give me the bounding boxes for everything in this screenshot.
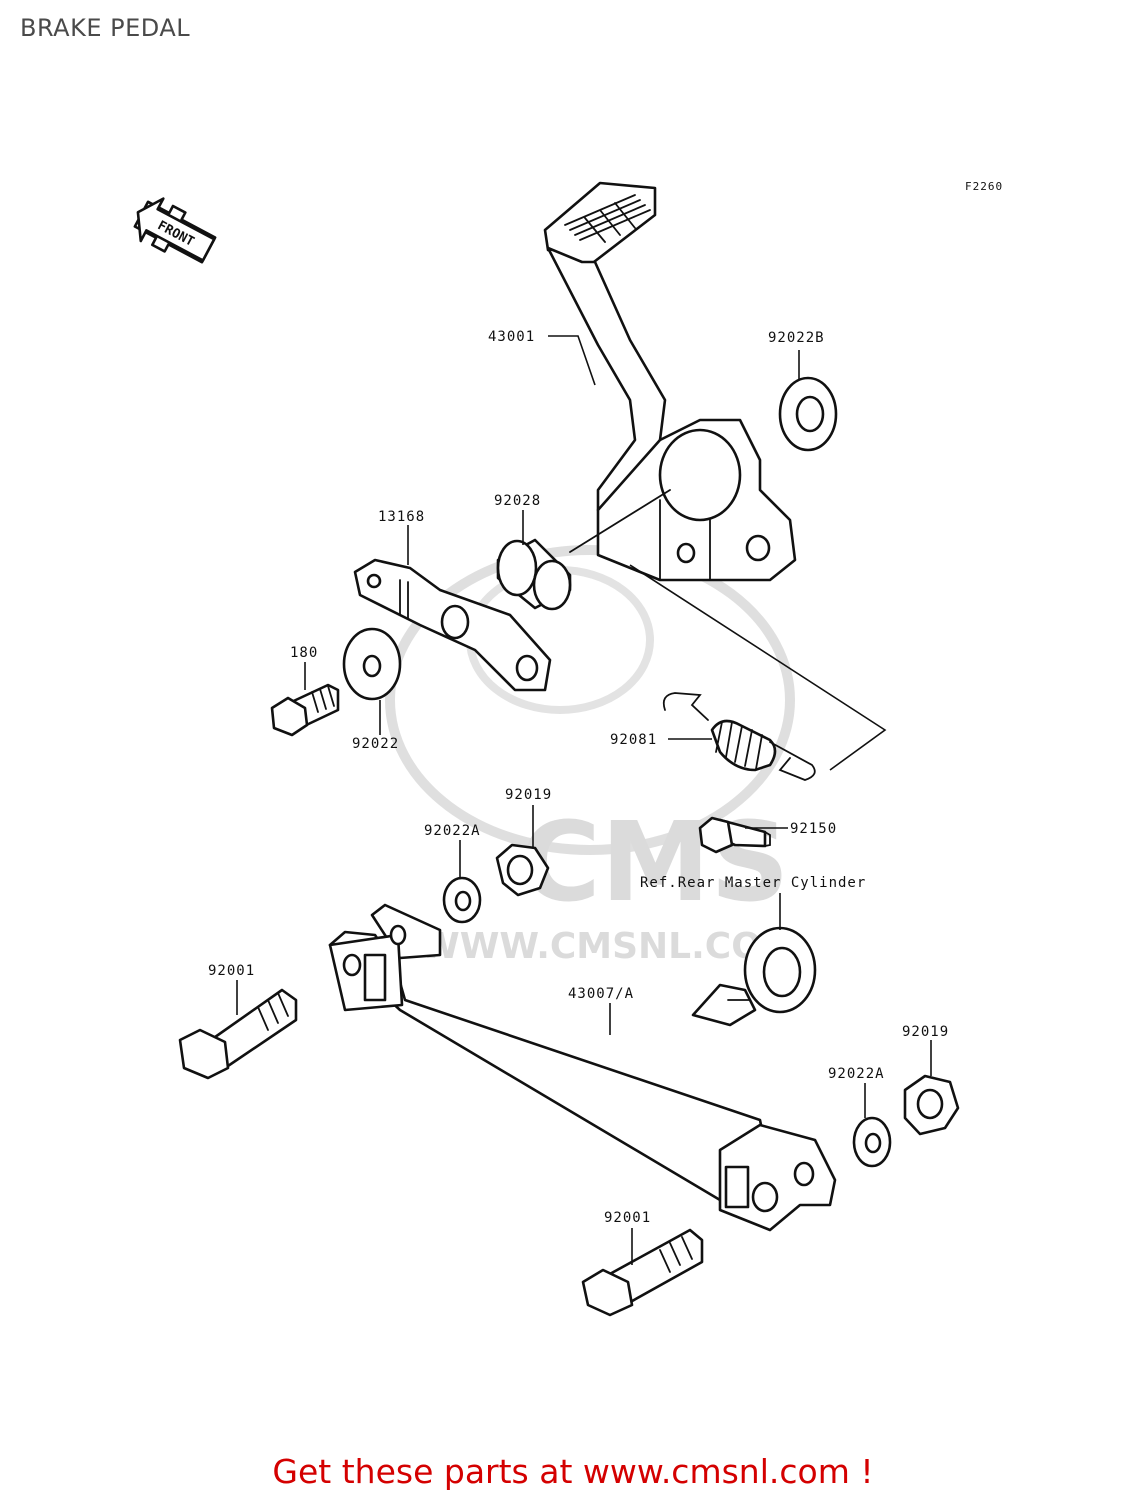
- callout-washer-upper: 92022A: [424, 823, 481, 839]
- page-title: BRAKE PEDAL: [20, 14, 191, 42]
- callout-brake-pedal: 43001: [488, 329, 535, 345]
- nut-92019-lower-part: [903, 1074, 960, 1136]
- brake-pedal-part: [543, 181, 797, 582]
- plate-part: [353, 558, 552, 692]
- callout-spring: 92081: [610, 732, 657, 748]
- nut-92019-upper-part: [495, 843, 550, 897]
- callout-pin: 92150: [790, 821, 837, 837]
- collar-part: [496, 489, 671, 611]
- washer-92022b-part: [778, 376, 838, 452]
- bolt-92001-bottom-part: [581, 1228, 704, 1317]
- callout-nut-upper: 92019: [505, 787, 552, 803]
- callout-plate: 13168: [378, 509, 425, 525]
- parts-diagram: CMS WWW.CMSNL.COM F2260 FRONT: [133, 180, 1003, 1317]
- spring-part: [662, 692, 816, 781]
- leader-lines: [236, 335, 932, 1265]
- rod-part: [328, 903, 837, 1232]
- callout-washer-top: 92022B: [768, 330, 825, 346]
- washer-92022a-lower-part: [852, 1116, 892, 1168]
- callout-bolt-bottom: 92001: [604, 1210, 651, 1226]
- washer-92022-part: [342, 627, 402, 701]
- watermark-logo: CMS: [520, 798, 789, 926]
- watermark-url: WWW.CMSNL.COM: [420, 926, 798, 967]
- callout-ref-master-cylinder: Ref.Rear Master Cylinder: [640, 875, 866, 891]
- callout-nut-lower: 92019: [902, 1024, 949, 1040]
- callout-washer-plate: 92022: [352, 736, 399, 752]
- front-arrow-icon: FRONT: [133, 197, 217, 264]
- callout-bolt-small: 180: [290, 645, 318, 661]
- callout-rod: 43007/A: [568, 986, 634, 1002]
- callout-labels: 43001 92022B 92028 13168 180 92022 92081…: [208, 329, 949, 1226]
- callout-bolt-left: 92001: [208, 963, 255, 979]
- bolt-180-part: [270, 683, 340, 737]
- bolt-92001-left-part: [178, 988, 298, 1080]
- pin-part: [698, 816, 771, 854]
- figure-code: F2260: [965, 180, 1003, 193]
- callout-washer-lower: 92022A: [828, 1066, 885, 1082]
- get-parts-link[interactable]: Get these parts at www.cmsnl.com !: [272, 1452, 874, 1491]
- washer-92022a-upper-part: [442, 876, 482, 924]
- callout-collar: 92028: [494, 493, 541, 509]
- master-cylinder-clevis-part: [691, 926, 817, 1027]
